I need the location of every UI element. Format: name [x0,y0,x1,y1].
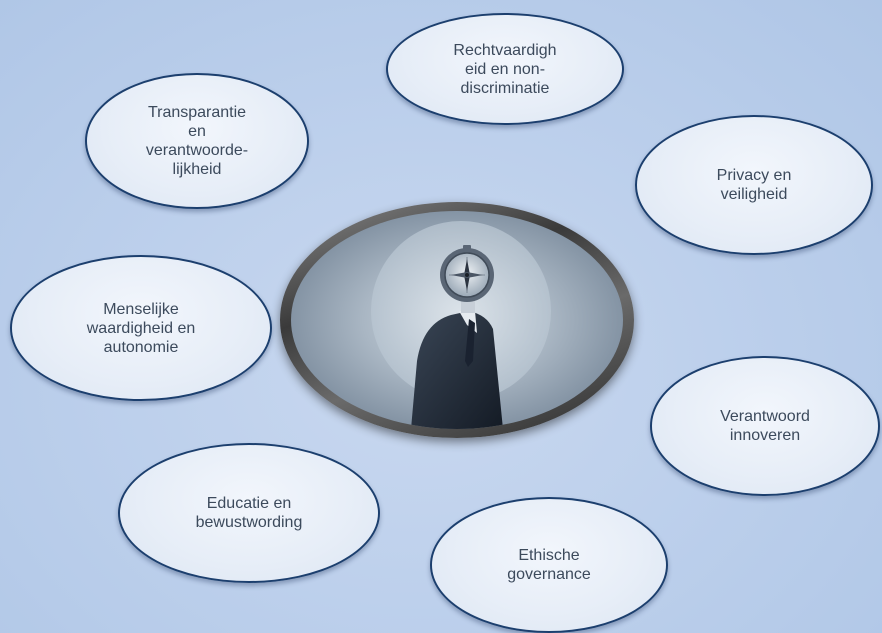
bubble-governance-label: Ethische governance [507,547,591,583]
bubble-menselijke: Menselijke waardigheid en autonomie [10,255,272,401]
bubble-governance: Ethische governance [430,497,668,633]
compass-head-man-icon [291,211,623,429]
bubble-transparantie-label: Transparantie en verantwoorde- lijkheid [145,104,249,178]
bubble-rechtvaardigheid-label: Rechtvaardigh eid en non- discriminatie [453,41,557,97]
bubble-educatie: Educatie en bewustwording [118,443,380,583]
center-image-frame [280,202,634,438]
bubble-transparantie: Transparantie en verantwoorde- lijkheid [85,73,309,209]
bubble-educatie-label: Educatie en bewustwording [195,495,303,531]
bubble-innoveren: Verantwoord innoveren [650,356,880,496]
bubble-innoveren-label: Verantwoord innoveren [720,408,810,444]
bubble-menselijke-label: Menselijke waardigheid en autonomie [86,300,196,356]
bubble-rechtvaardigheid: Rechtvaardigh eid en non- discriminatie [386,13,624,125]
bubble-privacy-label: Privacy en veiligheid [716,167,792,203]
bubble-privacy: Privacy en veiligheid [635,115,873,255]
